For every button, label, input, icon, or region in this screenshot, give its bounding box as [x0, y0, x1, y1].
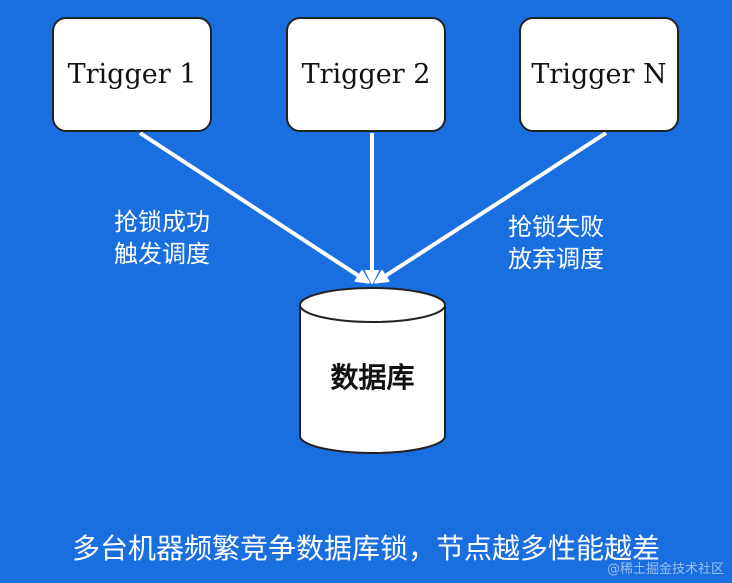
- database-cylinder: [299, 287, 446, 454]
- trigger-1-label: Trigger 1: [67, 59, 197, 90]
- lock-success-label: 抢锁成功 触发调度: [114, 206, 210, 270]
- lock-fail-label: 抢锁失败 放弃调度: [508, 211, 604, 275]
- lock-fail-line-2: 放弃调度: [508, 245, 604, 273]
- diagram-caption: 多台机器频繁竞争数据库锁，节点越多性能越差: [71, 532, 660, 565]
- database-label: 数据库: [330, 361, 415, 394]
- lock-fail-line-1: 抢锁失败: [508, 213, 604, 241]
- lock-success-line-2: 触发调度: [114, 240, 210, 268]
- trigger-1-box: Trigger 1: [52, 17, 212, 132]
- trigger-2-label: Trigger 2: [301, 59, 431, 90]
- trigger-n-box: Trigger N: [519, 17, 679, 132]
- trigger-2-box: Trigger 2: [286, 17, 446, 132]
- lock-success-line-1: 抢锁成功: [114, 208, 210, 236]
- trigger-n-label: Trigger N: [531, 59, 667, 90]
- edge-trigger-n-to-db: [376, 131, 608, 282]
- edge-trigger-1-to-db: [138, 131, 368, 282]
- watermark-text: @稀土掘金技术社区: [606, 562, 724, 577]
